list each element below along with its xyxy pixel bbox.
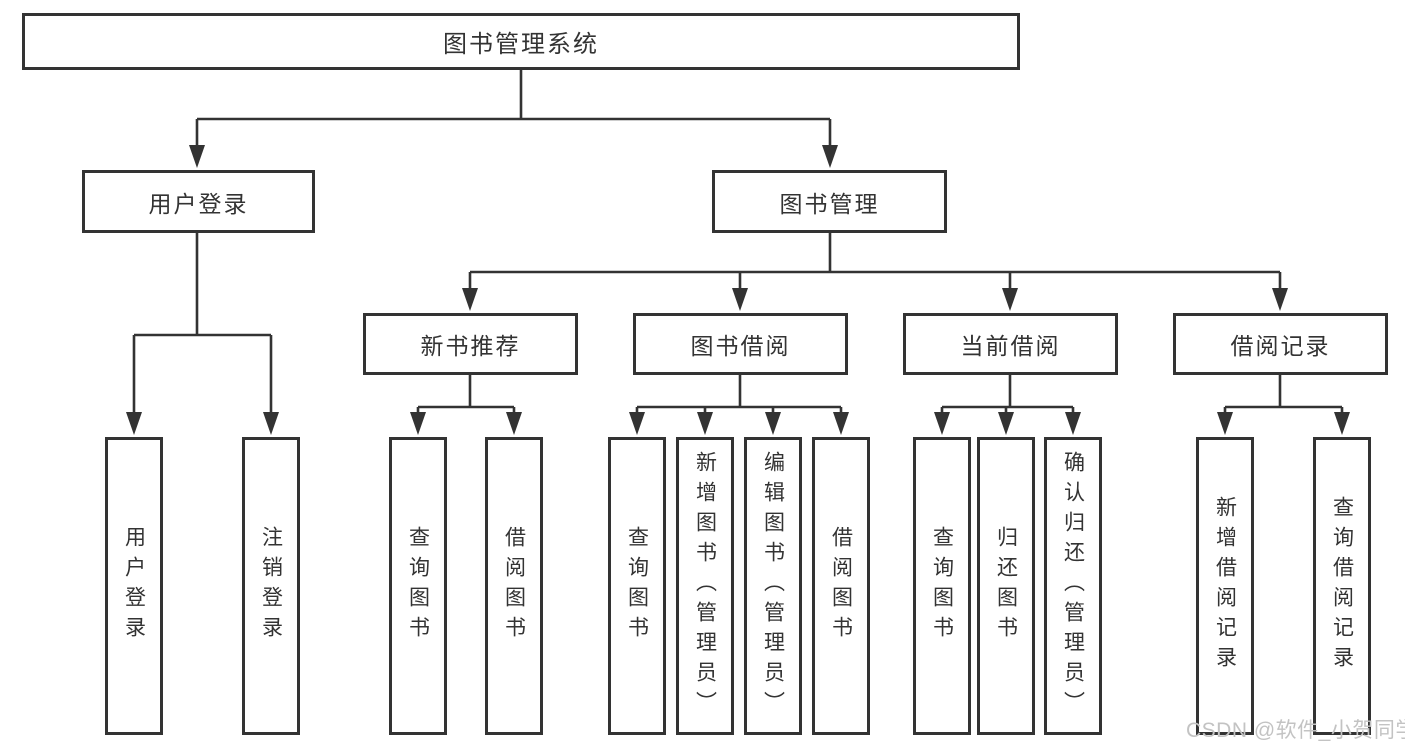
leaf-query-books-current: 查询图书 xyxy=(913,437,971,735)
node-current-borrow: 当前借阅 xyxy=(903,313,1118,375)
leaf-borrow-books: 借阅图书 xyxy=(812,437,870,735)
leaf-user-login: 用户登录 xyxy=(105,437,163,735)
node-root: 图书管理系统 xyxy=(22,13,1020,70)
leaf-add-borrow-record: 新增借阅记录 xyxy=(1196,437,1254,735)
leaf-label: 借阅图书 xyxy=(502,526,526,646)
node-label: 借阅记录 xyxy=(1230,333,1331,359)
leaf-label: 借阅图书 xyxy=(829,526,853,646)
leaf-label: 归还图书 xyxy=(994,526,1018,646)
leaf-label: 新增借阅记录 xyxy=(1213,496,1237,676)
leaf-label: 注销登录 xyxy=(259,526,283,646)
leaf-query-borrow-record: 查询借阅记录 xyxy=(1313,437,1371,735)
leaf-add-book-admin: 新增图书（管理员） xyxy=(676,437,734,735)
leaf-label: 用户登录 xyxy=(122,526,146,646)
leaf-query-books-borrow: 查询图书 xyxy=(608,437,666,735)
leaf-label: 编辑图书（管理员） xyxy=(761,451,785,721)
leaf-edit-book-admin: 编辑图书（管理员） xyxy=(744,437,802,735)
leaf-confirm-return-admin: 确认归还（管理员） xyxy=(1044,437,1102,735)
leaf-label: 确认归还（管理员） xyxy=(1061,451,1085,721)
node-borrow-records: 借阅记录 xyxy=(1173,313,1388,375)
node-label: 图书管理系统 xyxy=(443,31,599,58)
leaf-label: 查询图书 xyxy=(625,526,649,646)
leaf-label: 查询图书 xyxy=(930,526,954,646)
leaf-return-books: 归还图书 xyxy=(977,437,1035,735)
node-user-login: 用户登录 xyxy=(82,170,315,233)
leaf-label: 新增图书（管理员） xyxy=(693,451,717,721)
leaf-borrow-books-recommend: 借阅图书 xyxy=(485,437,543,735)
leaf-logout-login: 注销登录 xyxy=(242,437,300,735)
leaf-label: 查询图书 xyxy=(406,526,430,646)
leaf-query-books-recommend: 查询图书 xyxy=(389,437,447,735)
leaf-label: 查询借阅记录 xyxy=(1330,496,1354,676)
node-label: 用户登录 xyxy=(148,190,249,217)
node-label: 新书推荐 xyxy=(420,333,521,359)
node-book-management: 图书管理 xyxy=(712,170,947,233)
node-label: 图书管理 xyxy=(779,190,880,217)
node-book-borrow: 图书借阅 xyxy=(633,313,848,375)
node-new-book-recommend: 新书推荐 xyxy=(363,313,578,375)
node-label: 图书借阅 xyxy=(690,333,791,359)
watermark: CSDN @软件_小贺同学 xyxy=(1186,719,1405,742)
node-label: 当前借阅 xyxy=(960,333,1061,359)
